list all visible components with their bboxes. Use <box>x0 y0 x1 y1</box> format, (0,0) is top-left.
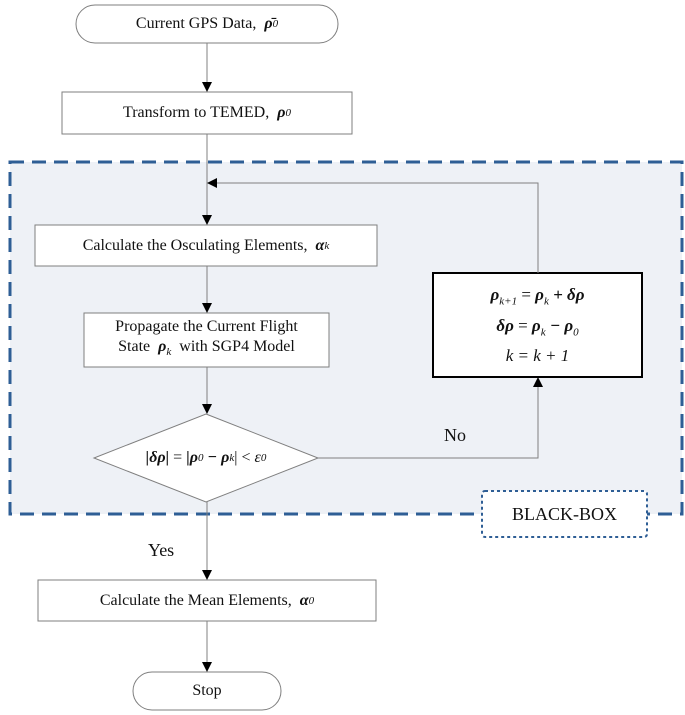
blackbox-label: BLACK-BOX <box>511 504 617 524</box>
stop-terminal: Stop <box>192 682 222 699</box>
arrow-loop-back <box>207 178 539 273</box>
update-l2-b-sub: 0 <box>573 325 579 338</box>
update-l1-eq: = <box>521 285 531 305</box>
propagate-sub: k <box>166 346 172 359</box>
decision-diamond-shape <box>92 413 320 503</box>
propagate-box-shape <box>83 312 330 368</box>
update-line3: k = k + 1 <box>505 345 570 365</box>
update-l1-lhs-sub: k+1 <box>499 295 518 308</box>
arrow-decision-no <box>318 377 543 459</box>
mean-box-shape <box>37 579 377 622</box>
update-l2-eq: = <box>518 315 528 335</box>
cond-lhs: |δρ| <box>145 449 170 466</box>
update-l1-a-sub: k <box>543 295 549 308</box>
transform-sub: 0 <box>285 107 291 119</box>
no-label: No <box>444 425 466 445</box>
cond-rhs-sub: 0 <box>260 452 267 464</box>
propagate-line2: State ρk with SGP4 Model <box>118 337 295 362</box>
propagate-box: Propagate the Current Flight State ρk wi… <box>84 313 329 367</box>
update-l2-lhs: δρ <box>496 315 514 335</box>
update-l1-lhs: ρ <box>490 285 500 305</box>
cond-rhs: ε <box>254 449 261 466</box>
propagate-line2-suffix: with SGP4 Model <box>179 338 295 356</box>
start-sub: 0 <box>272 18 279 30</box>
cond-mid-sub0: 0 <box>197 452 204 464</box>
yes-label: Yes <box>148 540 175 560</box>
cond-mid-open: |ρ <box>186 449 198 466</box>
propagate-line1: Propagate the Current Flight <box>115 318 298 336</box>
transform-symbol: ρ <box>277 104 286 121</box>
cond-lt: < <box>241 449 251 466</box>
update-l2-a: ρ <box>531 315 541 335</box>
propagate-line2-prefix: State <box>118 338 151 356</box>
osculating-sub: k <box>324 239 330 252</box>
osculating-symbol: α <box>315 236 325 254</box>
cond-mid-close: | <box>234 449 238 466</box>
propagate-symbol: ρ <box>158 338 167 356</box>
update-box-shape <box>432 272 643 378</box>
cond-minus: − ρ <box>207 449 230 466</box>
start-symbol: ρ̄ <box>264 15 273 32</box>
start-text: Current GPS Data, <box>135 15 257 32</box>
stop-terminal-shape <box>132 671 282 711</box>
update-l2-a-sub: k <box>540 325 546 338</box>
transform-text: Transform to TEMED, <box>123 104 270 121</box>
update-line1: ρk+1 = ρk + δρ <box>491 283 585 313</box>
update-line2: δρ = ρk − ρ0 <box>496 314 578 344</box>
mean-text: Calculate the Mean Elements, <box>99 591 292 609</box>
cond-mid-subk: k <box>229 452 235 464</box>
start-terminal: Current GPS Data, ρ̄0 <box>76 5 338 43</box>
osculating-box-shape <box>34 224 378 267</box>
osculating-text: Calculate the Osculating Elements, <box>82 236 308 254</box>
mean-sub: 0 <box>308 594 315 607</box>
blackbox-label-box <box>481 490 648 538</box>
update-l1-plus: + δρ <box>553 285 585 305</box>
cond-eq: = <box>173 449 183 466</box>
update-l1-a: ρ <box>535 285 544 305</box>
update-l2-minus: − ρ <box>549 315 574 335</box>
update-box: ρk+1 = ρk + δρ δρ = ρk − ρ0 k = k + 1 <box>433 273 642 377</box>
mean-symbol: α <box>299 591 309 609</box>
